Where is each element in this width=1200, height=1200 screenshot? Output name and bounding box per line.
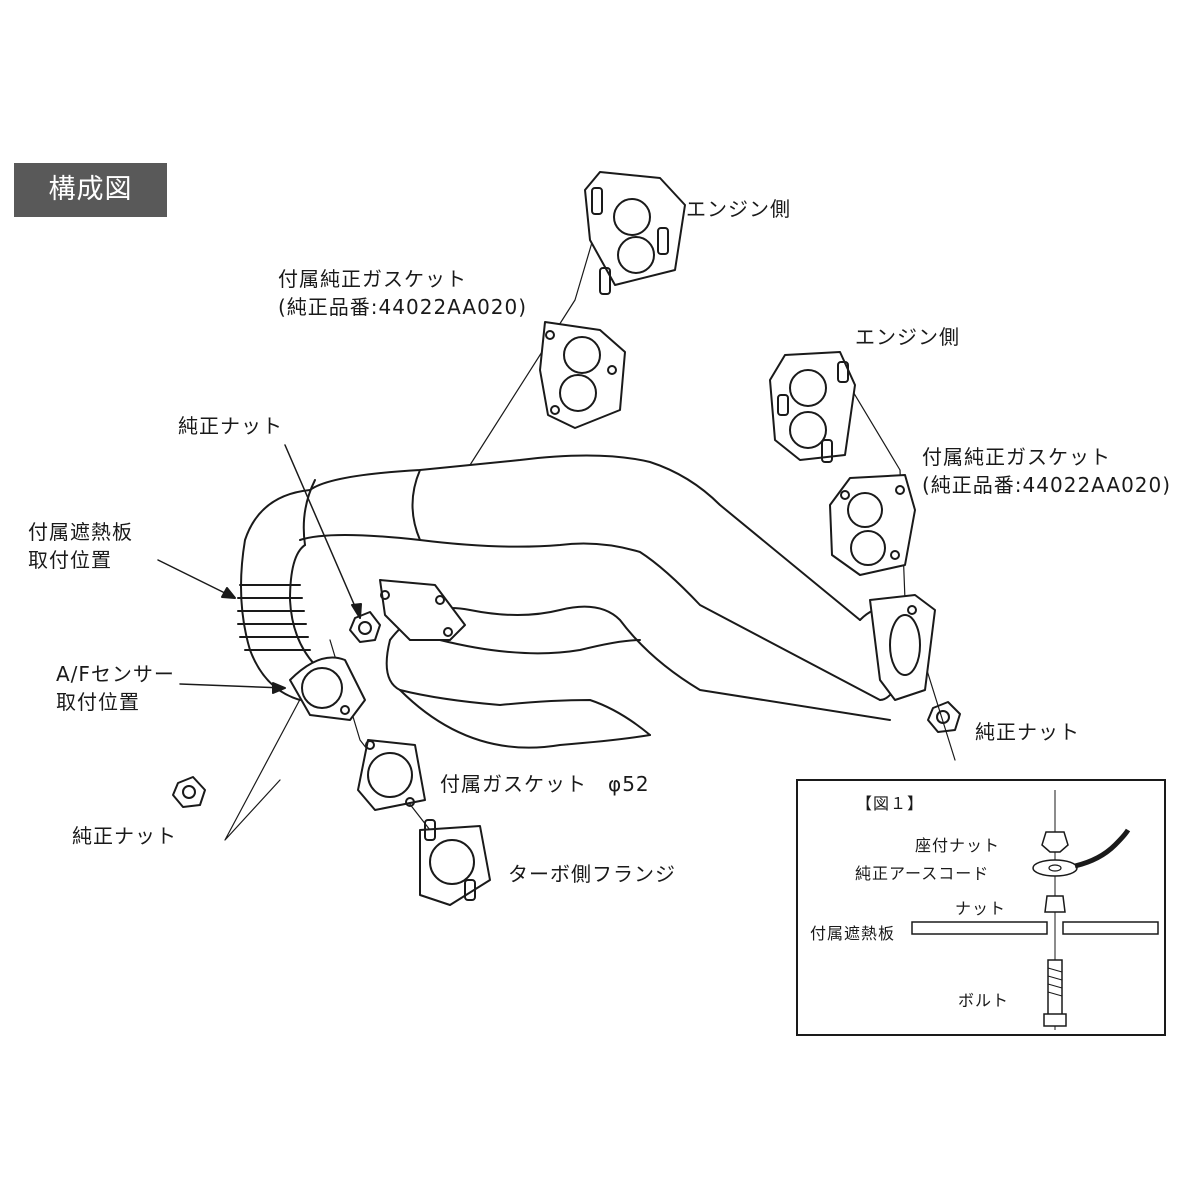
title-box: 構成図 (14, 163, 167, 217)
gasket-phi52 (357, 739, 426, 811)
label-engine-side-right: エンジン側 (855, 325, 960, 349)
exhaust-pipe-assembly (240, 454, 910, 749)
label-heat-shield: 付属遮熱板 取付位置 (28, 518, 133, 574)
label-gasket-right-line2: (純正品番:44022AA020) (922, 473, 1172, 497)
label-nut-right: 純正ナット (975, 720, 1080, 744)
leader-nut-center (284, 444, 361, 619)
label-gasket-upper-line1: 付属純正ガスケット (278, 267, 467, 291)
label-gasket-phi52: 付属ガスケット φ52 (440, 772, 650, 796)
leader-heat-shield (157, 559, 236, 599)
nut-right (927, 701, 961, 733)
arrowhead-nut-center (351, 603, 362, 619)
figure1-earth-cord-label: 純正アースコード (855, 864, 990, 883)
nut-center (349, 611, 381, 643)
label-af-sensor: A/Fセンサー 取付位置 (56, 660, 175, 716)
arrowhead-af-sensor (272, 682, 286, 694)
figure1-box (796, 779, 1166, 1036)
pipe-end-flange-right (869, 594, 936, 701)
nut-left (172, 776, 206, 808)
label-gasket-right: 付属純正ガスケット (純正品番:44022AA020) (922, 443, 1171, 499)
label-gasket-right-line1: 付属純正ガスケット (922, 445, 1111, 469)
label-engine-side-upper: エンジン側 (686, 197, 791, 221)
label-gasket-upper: 付属純正ガスケット (純正品番:44022AA020) (278, 265, 527, 321)
label-gasket-upper-line2: (純正品番:44022AA020) (278, 295, 528, 319)
label-turbo-flange: ターボ側フランジ (508, 862, 676, 886)
label-nut-center: 純正ナット (178, 414, 283, 438)
label-af-sensor-line2: 取付位置 (56, 690, 140, 714)
figure1-heat-shield-label: 付属遮熱板 (810, 924, 896, 943)
figure1-title: 【図１】 (856, 794, 925, 813)
leader-lines-left-nut (224, 689, 306, 841)
page-title: 構成図 (48, 174, 133, 205)
arrowhead-heat-shield (221, 587, 236, 599)
af-sensor-flange (289, 656, 366, 721)
figure1-nut-label: ナット (955, 899, 1007, 918)
turbo-side-flange (419, 819, 491, 906)
figure1-bolt-label: ボルト (958, 991, 1010, 1010)
label-heat-shield-line1: 付属遮熱板 (28, 520, 133, 544)
label-heat-shield-line2: 取付位置 (28, 548, 112, 572)
label-af-sensor-line1: A/Fセンサー (56, 662, 175, 686)
figure1-seat-nut-label: 座付ナット (915, 836, 1001, 855)
label-nut-left: 純正ナット (72, 824, 177, 848)
leader-af-sensor (179, 683, 286, 689)
center-flange (379, 579, 466, 641)
gasket-upper (539, 321, 626, 429)
engine-flange-upper (584, 171, 686, 295)
gasket-right (829, 474, 916, 576)
engine-flange-right (769, 351, 856, 463)
heat-shield-hatched (237, 584, 311, 651)
